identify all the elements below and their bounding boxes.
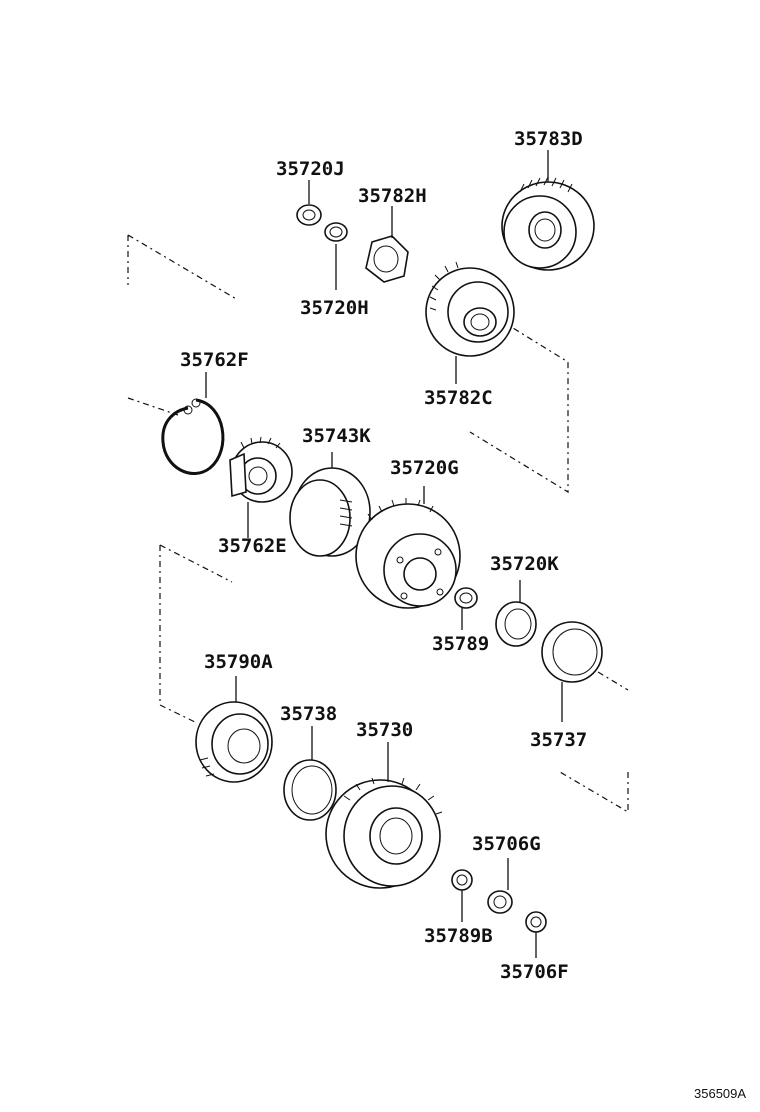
- label-35720K[interactable]: 35720K: [490, 553, 559, 575]
- part-35782C-gear[interactable]: [425, 261, 515, 357]
- part-35782H-nut[interactable]: [365, 235, 409, 283]
- label-35789[interactable]: 35789: [432, 633, 489, 655]
- label-35730[interactable]: 35730: [356, 719, 413, 741]
- part-35737-thrust-washer[interactable]: [541, 621, 603, 683]
- label-35738[interactable]: 35738: [280, 703, 337, 725]
- label-35720J[interactable]: 35720J: [276, 158, 345, 180]
- part-35720G-carrier[interactable]: [355, 498, 461, 609]
- label-35743K[interactable]: 35743K: [302, 425, 371, 447]
- reference-code: 356509A: [694, 1086, 746, 1101]
- label-35720G[interactable]: 35720G: [390, 457, 459, 479]
- label-35737[interactable]: 35737: [530, 729, 587, 751]
- part-35730-ring-gear[interactable]: [325, 776, 443, 889]
- part-35720H-ring[interactable]: [324, 222, 348, 242]
- label-35790A[interactable]: 35790A: [204, 651, 273, 673]
- part-35783D-gear[interactable]: [501, 176, 595, 271]
- part-35762E-gear[interactable]: [229, 436, 293, 503]
- part-35738-ring[interactable]: [283, 759, 337, 821]
- part-35789B-ring[interactable]: [451, 869, 473, 891]
- guide-lines: [127, 234, 629, 814]
- part-35720J-bearing[interactable]: [296, 204, 322, 226]
- label-35782C[interactable]: 35782C: [424, 387, 493, 409]
- part-35790A-bearing[interactable]: [195, 701, 273, 783]
- label-35720H[interactable]: 35720H: [300, 297, 369, 319]
- part-35789-ring[interactable]: [454, 587, 478, 609]
- label-35706G[interactable]: 35706G: [472, 833, 541, 855]
- part-labels: 35783D 35720J 35782H 35720H 35782C 35762…: [180, 128, 587, 983]
- label-35789B[interactable]: 35789B: [424, 925, 493, 947]
- label-35783D[interactable]: 35783D: [514, 128, 583, 150]
- part-35720K-washer[interactable]: [495, 601, 537, 647]
- part-35743K-sleeve[interactable]: [289, 467, 371, 557]
- label-35706F[interactable]: 35706F: [500, 961, 569, 983]
- label-35762E[interactable]: 35762E: [218, 535, 287, 557]
- part-35706F-washer[interactable]: [525, 911, 547, 933]
- label-35782H[interactable]: 35782H: [358, 185, 427, 207]
- part-35706G-bearing[interactable]: [487, 890, 513, 914]
- part-35762F-snap-ring[interactable]: [161, 398, 225, 475]
- leader-lines: [205, 150, 563, 958]
- label-35762F[interactable]: 35762F: [180, 349, 249, 371]
